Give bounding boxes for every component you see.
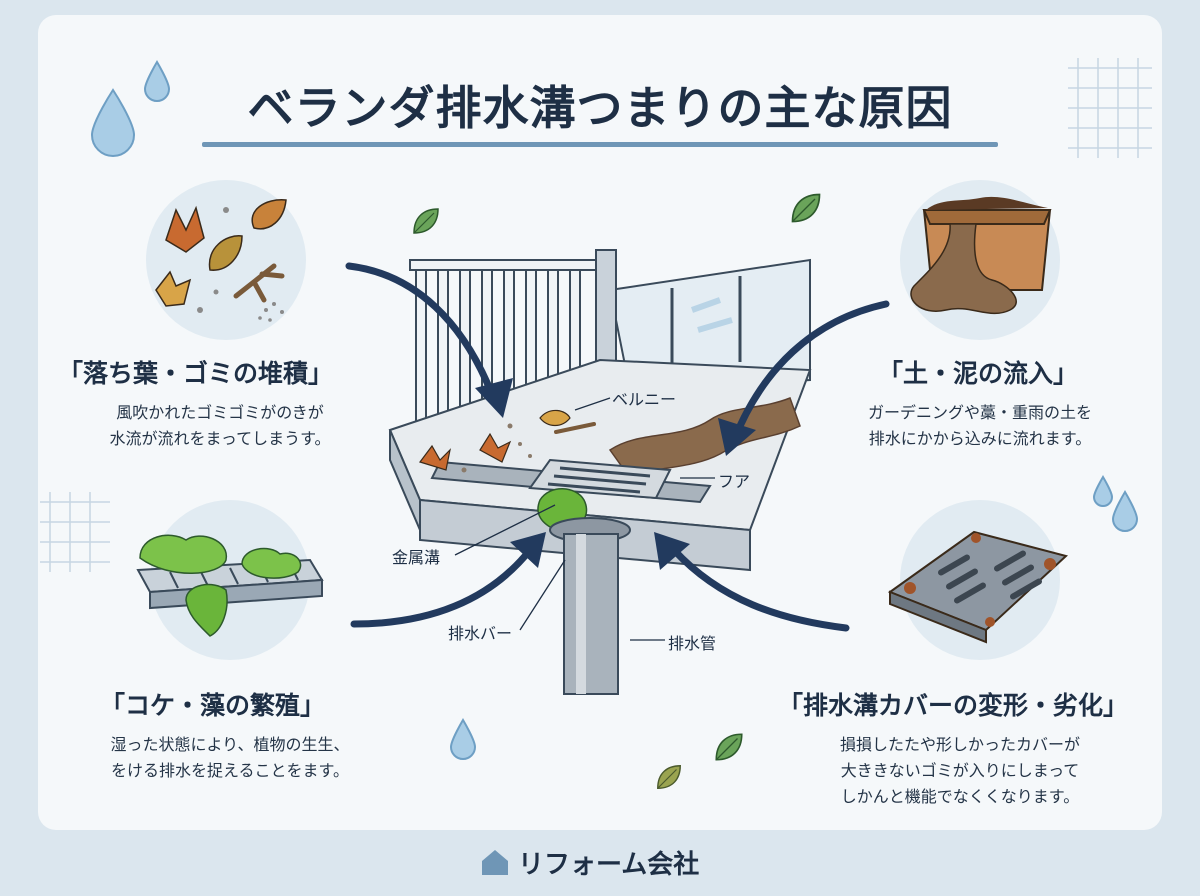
cause-description-cover: 損損したたや形しかったカバーが 大ききないゴミが入りにしまって しかんと機能でな… [810, 732, 1110, 810]
house-icon [482, 850, 508, 875]
leaf-icon [715, 733, 743, 761]
footer: リフォーム会社 [480, 842, 699, 882]
damaged-cover-icon [887, 530, 1069, 644]
water-drop-icon [143, 60, 171, 102]
label-metal-gutter: 金属溝 [392, 548, 441, 567]
label-balcony: ベルニー [612, 390, 677, 409]
cause-title-cover: 「排水溝カバーの変形・劣化」 [778, 691, 1129, 720]
leaf-icon [791, 193, 821, 223]
fallen-leaves-icon [155, 199, 287, 322]
cause-description-leaves: 風吹かれたゴミゴミがのきが 水流が流れをまってしまうす。 [70, 400, 370, 452]
cause-description-soil: ガーデニングや藁・重雨の土を 排水にかから込みに流れます。 [830, 400, 1130, 452]
water-drop-icon [449, 718, 477, 760]
title-underline [202, 142, 998, 147]
arrow-icon [654, 532, 850, 632]
description-line: ガーデニングや藁・重雨の土を [867, 403, 1092, 422]
description-line: 大ききないゴミが入りにしまって [840, 761, 1080, 780]
cause-title-moss: 「コケ・藻の繁殖」 [100, 691, 326, 720]
arrow-icon [718, 300, 890, 456]
label-drain-bar: 排水バー [448, 624, 513, 643]
description-line: 湿った状態により、植物の生生、 [110, 735, 350, 754]
description-line: しかんと機能でなくくなります。 [840, 787, 1080, 806]
description-line: 損損したたや形しかったカバーが [839, 735, 1080, 754]
leaf-icon [657, 765, 681, 789]
cause-title-leaves: 「落ち葉・ゴミの堆積」 [58, 359, 334, 388]
arrow-icon [345, 262, 513, 418]
description-line: 水流が流れをまってしまうす。 [109, 429, 331, 448]
moss-grate-icon [136, 534, 324, 637]
label-drain-pipe: 排水管 [668, 634, 717, 653]
grid-decoration [40, 492, 110, 572]
leaf-icon [413, 208, 439, 234]
label-floor: フア [718, 472, 751, 491]
water-drop-icon [1092, 475, 1114, 507]
grid-decoration [1068, 58, 1152, 158]
description-line: 風吹かれたゴミゴミがのきが [116, 403, 324, 422]
planter-mud-icon [910, 196, 1052, 315]
water-drop-icon [1111, 490, 1139, 532]
water-drop-icon [90, 88, 136, 157]
cause-title-soil: 「土・泥の流入」 [878, 359, 1079, 388]
page-title: ベランダ排水溝つまりの主な原因 [247, 81, 953, 135]
description-line: をける排水を捉えることをます。 [111, 761, 349, 780]
company-name: リフォーム会社 [518, 849, 700, 880]
description-line: 排水にかから込みに流れます。 [868, 429, 1092, 448]
arrow-icon [350, 532, 546, 628]
cause-description-moss: 湿った状態により、植物の生生、 をける排水を捉えることをます。 [60, 732, 400, 784]
